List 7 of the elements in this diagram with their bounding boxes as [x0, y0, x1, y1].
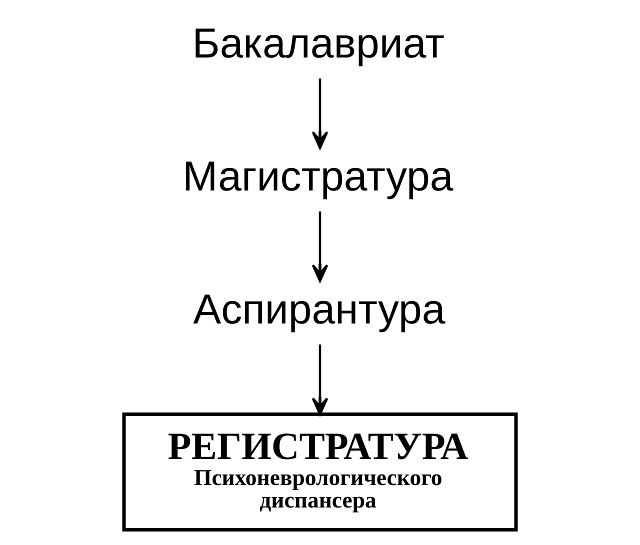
node-text: Аспирантура — [193, 286, 446, 333]
arrow — [312, 344, 328, 416]
node-text: Магистратура — [182, 152, 454, 200]
arrow — [312, 212, 328, 282]
arrow — [312, 78, 328, 150]
node-box: РЕГИСТРАТУРА Психоневрологического диспансера — [122, 412, 518, 532]
node-text: Бакалавриат — [192, 20, 444, 67]
